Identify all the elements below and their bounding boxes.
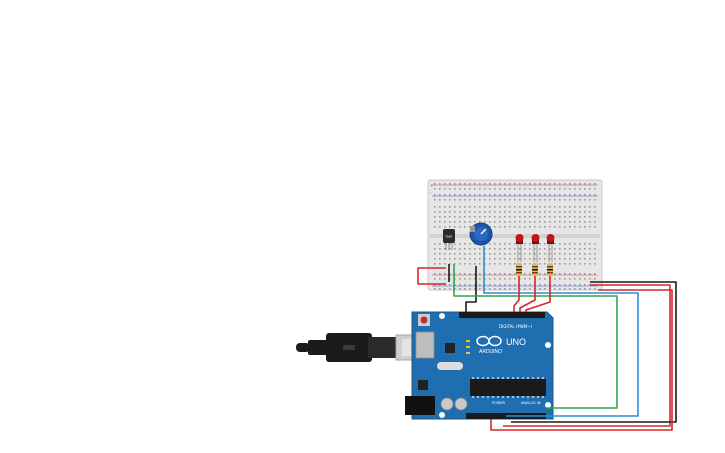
wire-red-led3[interactable] [525, 276, 551, 312]
digital-label: DIGITAL (PWM~) [499, 324, 533, 329]
status-led [466, 346, 470, 348]
sensor-label: TMP [444, 235, 452, 239]
mounting-hole [545, 402, 551, 408]
wire-red-led2[interactable] [519, 276, 536, 312]
mounting-hole [439, 412, 445, 418]
usb-chip [445, 343, 455, 353]
wire-black-rail-gnd[interactable] [511, 281, 677, 423]
power-label: POWER [492, 401, 506, 405]
wire-red-led1[interactable] [513, 276, 520, 312]
mounting-hole [439, 313, 445, 319]
rail-plus-mark: + [430, 183, 433, 188]
voltage-regulator [418, 380, 428, 390]
mounting-hole [545, 342, 551, 348]
wire-red-outer[interactable] [490, 289, 673, 431]
wire-black-gnd[interactable] [448, 264, 477, 312]
analog-label: ANALOG IN [521, 401, 541, 405]
crystal [437, 362, 463, 370]
power-jack [405, 396, 435, 415]
model-text: UNO [506, 337, 526, 347]
capacitor [440, 397, 454, 411]
wires[interactable] [417, 246, 677, 431]
chip-pins [472, 377, 544, 398]
status-led [466, 352, 470, 354]
led-1[interactable] [515, 234, 524, 262]
breadboard-holes [434, 183, 596, 290]
resistor-1[interactable] [516, 263, 522, 276]
status-led [466, 340, 470, 342]
breadboard[interactable]: + - [427, 179, 603, 291]
led-2[interactable] [531, 234, 540, 262]
potentiometer[interactable] [469, 222, 493, 246]
wire-green-a0[interactable] [453, 264, 618, 409]
arduino-uno-board[interactable]: ARDUINO UNO DIGITAL (PWM~) POWER ANALOG … [405, 311, 554, 420]
resistor-3[interactable] [547, 263, 553, 276]
wire-blue-a1[interactable] [483, 246, 639, 417]
wire-red-loop[interactable] [417, 267, 446, 285]
microcontroller-chip [470, 379, 546, 396]
led-3[interactable] [546, 234, 555, 262]
capacitor [454, 397, 468, 411]
temperature-sensor[interactable]: TMP [443, 229, 455, 250]
digital-header[interactable] [459, 312, 545, 318]
brand-text: ARDUINO [479, 349, 502, 355]
reset-button[interactable] [418, 314, 430, 326]
wire-red-5v[interactable] [503, 284, 671, 427]
arduino-logo: ARDUINO [476, 335, 502, 355]
rail-minus-mark: - [430, 190, 432, 195]
usb-port [415, 331, 435, 359]
resistor-2[interactable] [532, 263, 538, 276]
